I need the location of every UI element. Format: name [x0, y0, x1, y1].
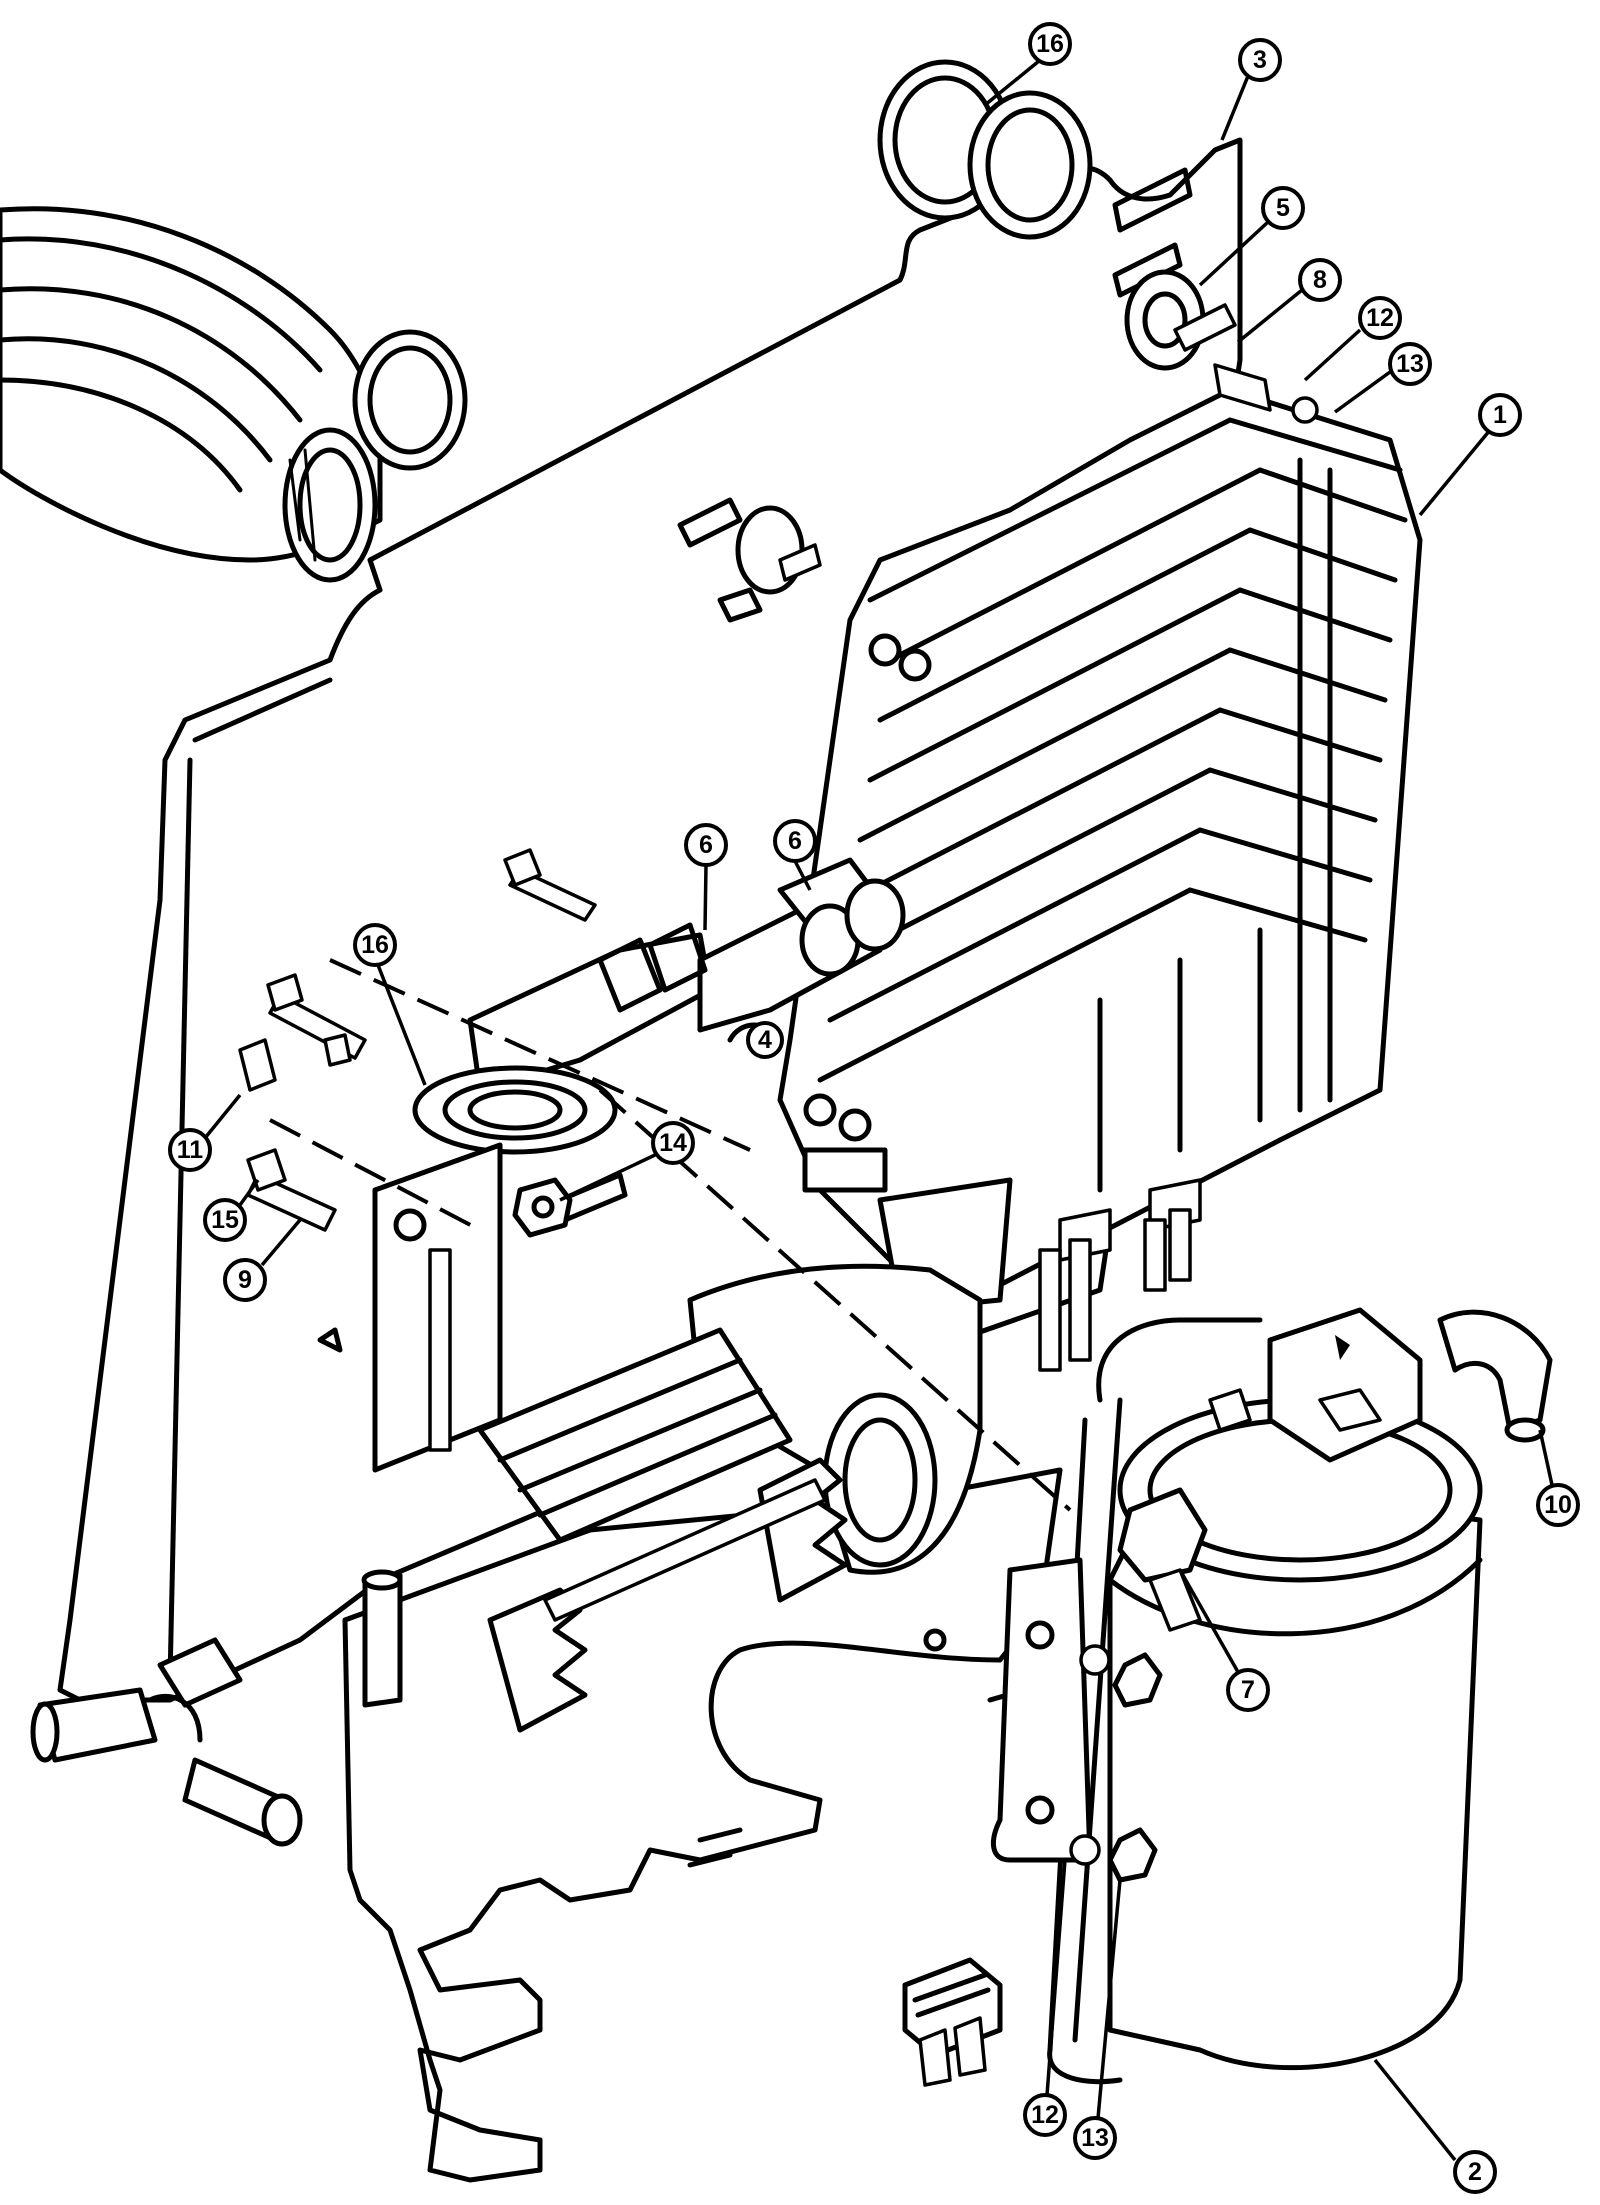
callout-14 — [651, 1121, 695, 1165]
grommet-5 — [735, 269, 1237, 595]
callout-7 — [1226, 1668, 1270, 1712]
callout-9 — [223, 1258, 267, 1302]
callout-1 — [1478, 393, 1522, 437]
callout-12a — [1358, 296, 1402, 340]
callout-14-label: 14 — [659, 1129, 687, 1157]
callouts: 16 3 5 8 12 13 1 6 6 4 — [168, 22, 1580, 2194]
hose-fittings-left — [30, 1637, 303, 1847]
callout-12b — [1023, 2093, 1067, 2137]
callout-16a-label: 16 — [1036, 30, 1064, 58]
callout-16b — [353, 923, 397, 967]
callout-7-label: 7 — [1241, 1676, 1255, 1704]
callout-3 — [1238, 38, 1282, 82]
callout-12b-label: 12 — [1031, 2101, 1059, 2129]
callout-10 — [1536, 1483, 1580, 1527]
canister — [990, 1307, 1553, 2085]
callout-12a-label: 12 — [1366, 304, 1394, 332]
callout-2-label: 2 — [1468, 2158, 1482, 2186]
callout-13b-label: 13 — [1081, 2124, 1109, 2152]
callout-10-label: 10 — [1544, 1491, 1572, 1519]
grommet-top — [352, 59, 1093, 471]
callout-4-label: 4 — [758, 1026, 772, 1054]
callout-6b-label: 6 — [788, 827, 802, 855]
callout-8-label: 8 — [1313, 266, 1327, 294]
callout-9-label: 9 — [238, 1266, 252, 1294]
callout-16a — [1028, 22, 1072, 66]
callout-5 — [1261, 186, 1305, 230]
callout-4 — [746, 1021, 784, 1059]
callout-15 — [203, 1198, 247, 1242]
control-module — [777, 363, 1423, 1372]
callout-11 — [168, 1128, 212, 1172]
callout-1-label: 1 — [1493, 401, 1507, 429]
callout-6a-label: 6 — [699, 831, 713, 859]
callout-13b — [1073, 2116, 1117, 2160]
callout-16b-label: 16 — [361, 931, 389, 959]
callout-6a — [684, 823, 728, 867]
callout-5-label: 5 — [1276, 194, 1290, 222]
air-duct — [0, 206, 383, 583]
electrical-connector — [902, 1957, 1003, 2087]
callout-15-label: 15 — [211, 1206, 239, 1234]
callout-11-label: 11 — [177, 1136, 204, 1164]
callout-13a — [1388, 342, 1432, 386]
callout-13a-label: 13 — [1396, 350, 1424, 378]
callout-8 — [1298, 258, 1342, 302]
callout-3-label: 3 — [1253, 46, 1267, 74]
callout-2 — [1453, 2150, 1497, 2194]
callout-6b — [773, 819, 817, 863]
